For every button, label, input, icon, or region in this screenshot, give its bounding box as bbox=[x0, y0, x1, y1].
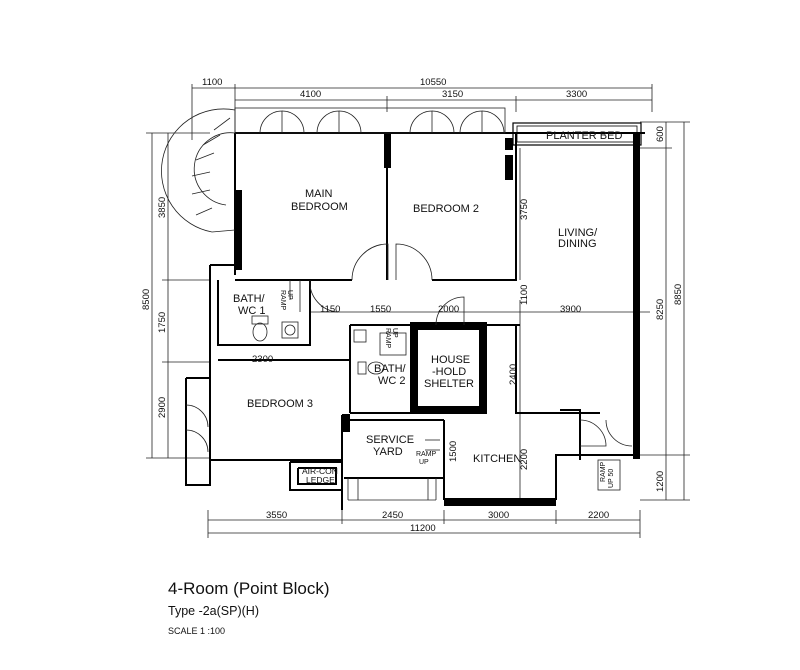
dim-right-1200: 1200 bbox=[655, 471, 666, 492]
plan-scale: SCALE 1 :100 bbox=[168, 626, 226, 636]
dim-bottom-11200: 11200 bbox=[410, 523, 436, 534]
dim-right-8250: 8250 bbox=[655, 299, 666, 320]
bath-wc-2-label-line1: BATH/ bbox=[374, 363, 407, 375]
dim-right-8850: 8850 bbox=[673, 284, 684, 305]
main-bedroom-label-line2: BEDROOM bbox=[291, 201, 348, 213]
aircon-ledge-label-line2: LEDGE bbox=[306, 475, 335, 485]
ramp-up-3-line1: RAMP bbox=[416, 451, 437, 458]
dim-inner-2000: 2000 bbox=[438, 304, 459, 315]
living-dining-label-line2: DINING bbox=[558, 238, 597, 250]
bath-wc-2-label-line2: WC 2 bbox=[378, 375, 406, 387]
top-windows bbox=[234, 107, 506, 134]
dim-left-2900: 2900 bbox=[157, 397, 168, 418]
service-yard-label-line2: YARD bbox=[373, 446, 403, 458]
household-shelter-label-line1: HOUSE bbox=[431, 354, 470, 366]
thick-walls bbox=[236, 133, 640, 506]
household-shelter-label-line2: -HOLD bbox=[432, 366, 466, 378]
dim-top-4100: 4100 bbox=[300, 89, 321, 100]
living-dining-label-line1: LIVING/ bbox=[558, 227, 598, 239]
dim-right-600: 600 bbox=[655, 126, 666, 142]
planter-bed-label: PLANTER BED bbox=[546, 130, 622, 142]
main-bedroom-label-line1: MAIN bbox=[305, 188, 333, 200]
bath-wc-1-label-line2: WC 1 bbox=[238, 305, 266, 317]
dim-top-1100: 1100 bbox=[202, 77, 222, 88]
bay-window bbox=[161, 108, 236, 233]
dimension-labels: 1100 10550 4100 3150 3300 3550 2450 3000… bbox=[141, 77, 684, 534]
ramp-labels: RAMP UP RAMP UP RAMP UP RAMP UP 50 bbox=[279, 290, 615, 488]
ramp-up-1-line2: UP bbox=[286, 290, 293, 300]
ramp-up-2-line2: UP bbox=[391, 328, 398, 338]
dim-inner-1150: 1150 bbox=[320, 304, 340, 315]
plan-type: Type -2a(SP)(H) bbox=[168, 604, 259, 618]
dim-left-3850: 3850 bbox=[157, 197, 168, 218]
dim-inner-1550: 1550 bbox=[370, 304, 391, 315]
dim-bottom-3000: 3000 bbox=[488, 510, 509, 521]
bedroom-3-label: BEDROOM 3 bbox=[247, 398, 313, 410]
dimension-lines bbox=[146, 84, 690, 538]
dim-bottom-2200: 2200 bbox=[588, 510, 609, 521]
dim-left-8500: 8500 bbox=[141, 289, 152, 310]
dim-top-10550: 10550 bbox=[420, 77, 446, 88]
dim-inner-3750: 3750 bbox=[519, 199, 530, 220]
dim-top-3150: 3150 bbox=[442, 89, 463, 100]
household-shelter-label-line3: SHELTER bbox=[424, 378, 474, 390]
room-labels: MAIN BEDROOM BEDROOM 2 LIVING/ DINING BA… bbox=[233, 188, 598, 485]
dim-inner-1500: 1500 bbox=[448, 441, 459, 462]
bedroom-2-label: BEDROOM 2 bbox=[413, 203, 479, 215]
dim-bottom-2450: 2450 bbox=[382, 510, 403, 521]
dim-inner-1100: 1100 bbox=[519, 285, 530, 305]
ramp-up-2-line1: RAMP bbox=[384, 328, 391, 349]
dim-top-3300: 3300 bbox=[566, 89, 587, 100]
ramp-up-3-line2: UP bbox=[419, 459, 429, 466]
ramp-up-50-line1: RAMP bbox=[600, 461, 607, 482]
plan-title: 4-Room (Point Block) bbox=[168, 579, 330, 598]
fixtures bbox=[251, 315, 621, 501]
bath-wc-1-label-line1: BATH/ bbox=[233, 293, 266, 305]
dim-inner-2200: 2200 bbox=[519, 449, 530, 470]
kitchen-label: KITCHEN bbox=[473, 453, 521, 465]
dim-inner-2400: 2400 bbox=[508, 364, 519, 385]
dim-inner-2300: 2300 bbox=[252, 354, 273, 365]
dim-left-1750: 1750 bbox=[157, 312, 168, 333]
ramp-up-50-line2: UP 50 bbox=[608, 469, 615, 488]
dim-inner-3900: 3900 bbox=[560, 304, 581, 315]
planter-bed: PLANTER BED bbox=[512, 122, 642, 146]
dim-bottom-3550: 3550 bbox=[266, 510, 287, 521]
doors bbox=[185, 243, 633, 453]
ramp-up-1-line1: RAMP bbox=[279, 290, 286, 311]
service-yard-label-line1: SERVICE bbox=[366, 434, 414, 446]
aircon-ledge-label-line1: AIR-CON bbox=[302, 466, 338, 476]
